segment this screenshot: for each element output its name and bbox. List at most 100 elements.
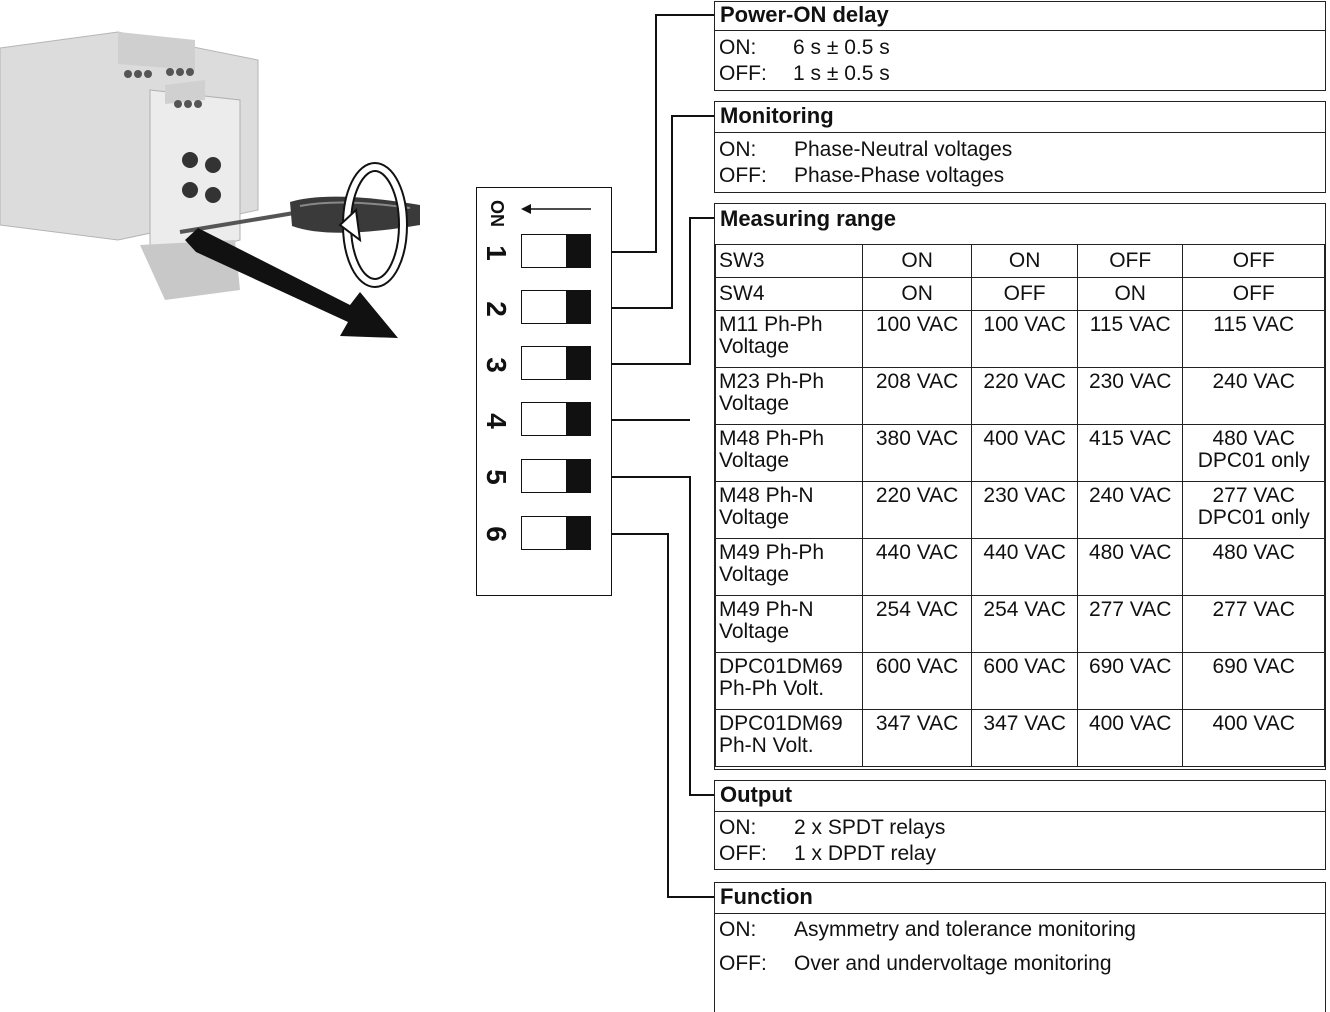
range-cell: 690 VAC <box>1076 652 1184 710</box>
function-on-row: ON: Asymmetry and tolerance monitoring <box>719 918 1136 942</box>
range-cell: OFF <box>1076 244 1184 278</box>
row-value: Asymmetry and tolerance monitoring <box>794 918 1136 941</box>
power-on-delay-off-row: OFF: 1 s ± 0.5 s <box>719 62 890 86</box>
pointer-arrow-icon <box>185 228 398 338</box>
output-on-row: ON: 2 x SPDT relays <box>719 816 945 840</box>
row-value: Over and undervoltage monitoring <box>794 952 1112 975</box>
row-key: OFF: <box>719 842 767 865</box>
row-key: ON: <box>719 138 757 161</box>
range-row-label: DPC01DM69 Ph-Ph Volt. <box>715 652 863 710</box>
output-off-row: OFF: 1 x DPDT relay <box>719 842 936 866</box>
range-cell: OFF <box>1182 244 1325 278</box>
on-direction-arrow-icon <box>521 204 591 214</box>
dip-number-1: 1 <box>481 245 512 261</box>
range-cell: 100 VAC <box>861 310 973 368</box>
row-value: Phase-Phase voltages <box>794 164 1005 187</box>
row-value: 1 x DPDT relay <box>794 842 936 865</box>
range-cell: 380 VAC <box>861 424 973 482</box>
range-cell: 600 VAC <box>861 652 973 710</box>
device-top-terminals <box>118 32 195 70</box>
dip-switch-3[interactable] <box>521 346 591 380</box>
range-cell: 220 VAC <box>971 367 1078 425</box>
monitoring-off-row: OFF: Phase-Phase voltages <box>719 164 1004 188</box>
wire-2 <box>592 115 716 309</box>
dip-switch-block: ON 1 2 3 4 5 6 <box>476 187 612 596</box>
range-cell: 220 VAC <box>861 481 973 539</box>
dip-switch-4[interactable] <box>521 402 591 436</box>
range-cell: 440 VAC <box>971 538 1078 596</box>
range-cell: ON <box>971 244 1078 278</box>
range-cell: 400 VAC <box>971 424 1078 482</box>
range-row-label: SW3 <box>715 244 863 278</box>
device-front-face <box>149 89 241 266</box>
row-key: ON: <box>719 918 757 941</box>
dip-switch-1[interactable] <box>521 234 591 268</box>
power-on-delay-title: Power-ON delay <box>720 2 889 27</box>
monitoring-on-row: ON: Phase-Neutral voltages <box>719 138 1012 162</box>
dip-switch-6[interactable] <box>521 516 591 550</box>
output-box: Output ON: 2 x SPDT relays OFF: 1 x DPDT… <box>714 780 1326 870</box>
range-cell: 230 VAC <box>1076 367 1184 425</box>
wire-3 <box>592 217 716 365</box>
row-value: Phase-Neutral voltages <box>794 138 1013 161</box>
row-key: OFF: <box>719 62 767 85</box>
range-cell: 600 VAC <box>971 652 1078 710</box>
range-cell: OFF <box>971 277 1078 311</box>
dip-switch-2[interactable] <box>521 290 591 324</box>
function-box: Function ON: Asymmetry and tolerance mon… <box>714 882 1326 1012</box>
monitoring-title: Monitoring <box>720 103 834 128</box>
row-value: 2 x SPDT relays <box>794 816 946 839</box>
range-cell: ON <box>1076 277 1184 311</box>
range-cell: 277 VAC <box>1182 595 1325 653</box>
range-cell: 240 VAC <box>1182 367 1325 425</box>
range-row-label: M23 Ph-Ph Voltage <box>715 367 863 425</box>
relay-device-illustration <box>0 31 420 338</box>
row-key: ON: <box>719 36 757 59</box>
dip-number-5: 5 <box>481 469 512 485</box>
range-cell: 277 VAC <box>1076 595 1184 653</box>
range-cell: OFF <box>1182 277 1325 311</box>
power-on-delay-box: Power-ON delay ON: 6 s ± 0.5 s OFF: 1 s … <box>714 1 1326 91</box>
range-cell: 240 VAC <box>1076 481 1184 539</box>
range-cell: 400 VAC <box>1182 709 1325 767</box>
range-cell: 100 VAC <box>971 310 1078 368</box>
range-cell: 115 VAC <box>1182 310 1325 368</box>
range-row-label: M48 Ph-Ph Voltage <box>715 424 863 482</box>
range-cell: 277 VAC DPC01 only <box>1182 481 1325 539</box>
range-cell: 208 VAC <box>861 367 973 425</box>
dip-on-label: ON <box>487 200 507 227</box>
dip-number-4: 4 <box>481 413 512 429</box>
row-value: 1 s ± 0.5 s <box>793 62 890 85</box>
dip-number-6: 6 <box>481 526 512 542</box>
dip-switch-5[interactable] <box>521 459 591 493</box>
range-row-label: M48 Ph-N Voltage <box>715 481 863 539</box>
range-row-label: DPC01DM69 Ph-N Volt. <box>715 709 863 767</box>
row-key: ON: <box>719 816 757 839</box>
range-cell: 347 VAC <box>971 709 1078 767</box>
function-off-row: OFF: Over and undervoltage monitoring <box>719 952 1112 976</box>
range-cell: 480 VAC <box>1076 538 1184 596</box>
range-row-label: M49 Ph-N Voltage <box>715 595 863 653</box>
range-row-label: M11 Ph-Ph Voltage <box>715 310 863 368</box>
range-cell: ON <box>861 277 973 311</box>
monitoring-box: Monitoring ON: Phase-Neutral voltages OF… <box>714 101 1326 193</box>
range-cell: 480 VAC DPC01 only <box>1182 424 1325 482</box>
terminal-screws <box>124 68 202 108</box>
dip-number-3: 3 <box>481 357 512 373</box>
wire-6 <box>592 533 716 898</box>
range-cell: 480 VAC <box>1182 538 1325 596</box>
range-cell: 115 VAC <box>1076 310 1184 368</box>
dip-number-2: 2 <box>481 301 512 317</box>
power-on-delay-on-row: ON: 6 s ± 0.5 s <box>719 36 890 60</box>
